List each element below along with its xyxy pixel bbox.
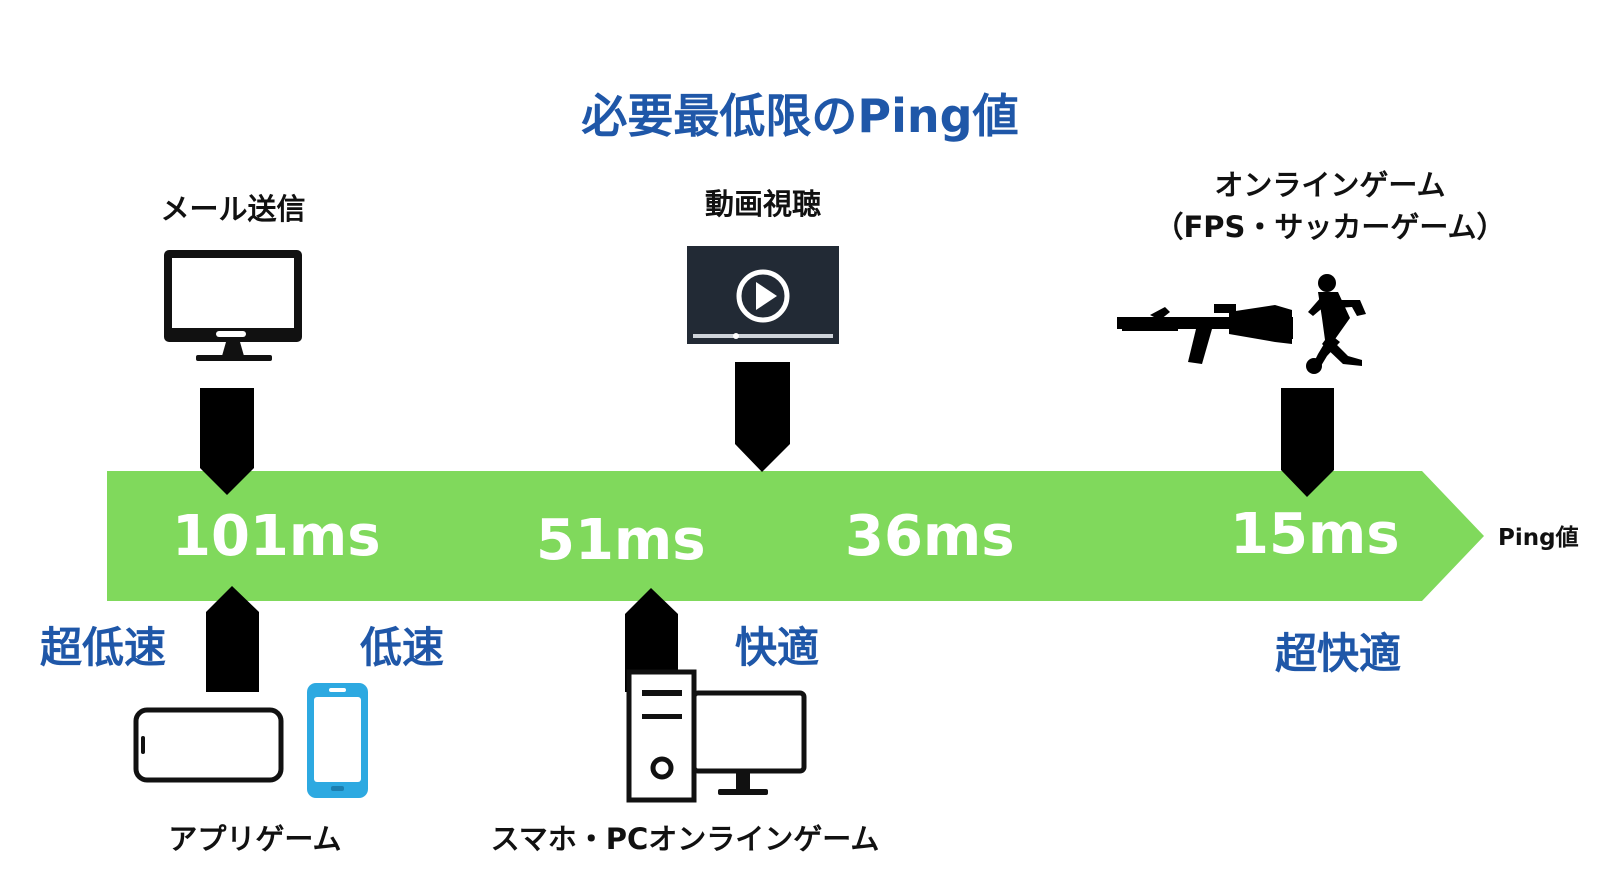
label-online-line1: オンラインゲーム (1214, 168, 1446, 202)
label-online-line2: （FPS・サッカーゲーム） (1154, 210, 1506, 244)
level-super-slow: 超低速 (40, 623, 167, 672)
fps-soccer-icon (1117, 274, 1366, 374)
pointer-video (735, 362, 790, 472)
tick-51ms: 51ms (536, 508, 706, 573)
tick-15ms: 15ms (1230, 502, 1400, 567)
tick-101ms: 101ms (172, 504, 381, 569)
level-slow: 低速 (360, 623, 445, 672)
label-pc-game: スマホ・PCオンラインゲーム (490, 822, 880, 856)
diagram-title: 必要最低限のPing値 (581, 89, 1019, 143)
axis-label: Ping値 (1498, 525, 1579, 551)
pointer-online (1281, 388, 1334, 497)
video-player-icon (687, 246, 839, 344)
pointer-app-game (206, 586, 259, 692)
level-comfortable: 快適 (735, 623, 820, 672)
label-app-game: アプリゲーム (168, 822, 342, 856)
desktop-monitor-icon (164, 250, 302, 361)
ping-scale-arrow (107, 471, 1484, 601)
label-email: メール送信 (160, 192, 306, 226)
label-video: 動画視聴 (704, 187, 821, 221)
pointer-email (200, 388, 254, 495)
desktop-pc-icon (626, 669, 807, 803)
smartphone-icon (133, 683, 368, 798)
level-super-comfortable: 超快適 (1275, 629, 1402, 678)
pointer-pc-game (625, 588, 678, 692)
tick-36ms: 36ms (845, 504, 1015, 569)
